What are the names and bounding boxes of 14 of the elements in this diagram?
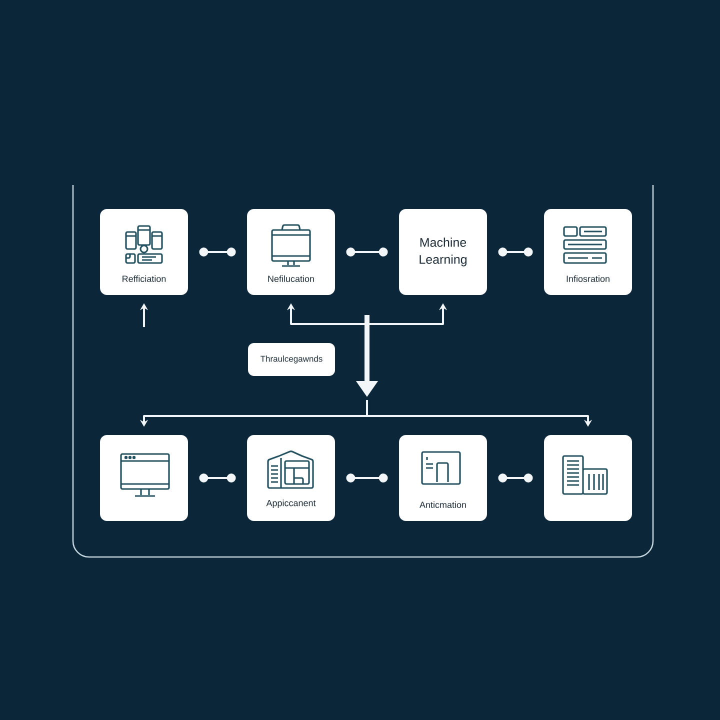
- dot-connector: [199, 474, 236, 482]
- process-box: Refficiation: [100, 209, 188, 295]
- process-box: Nefilucation: [247, 209, 335, 295]
- label-box: Thraulcegawnds: [248, 343, 335, 376]
- dot-connector: [346, 474, 388, 482]
- process-box: [100, 435, 188, 521]
- dot-connector: [498, 248, 533, 256]
- dot-connector: [498, 474, 533, 482]
- process-box: Anticmation: [399, 435, 487, 521]
- dot-connector: [346, 248, 388, 256]
- process-box: Machine Learning: [399, 209, 487, 295]
- dot-connector: [199, 248, 236, 256]
- process-box: [544, 435, 632, 521]
- process-box: Appiccanent: [247, 435, 335, 521]
